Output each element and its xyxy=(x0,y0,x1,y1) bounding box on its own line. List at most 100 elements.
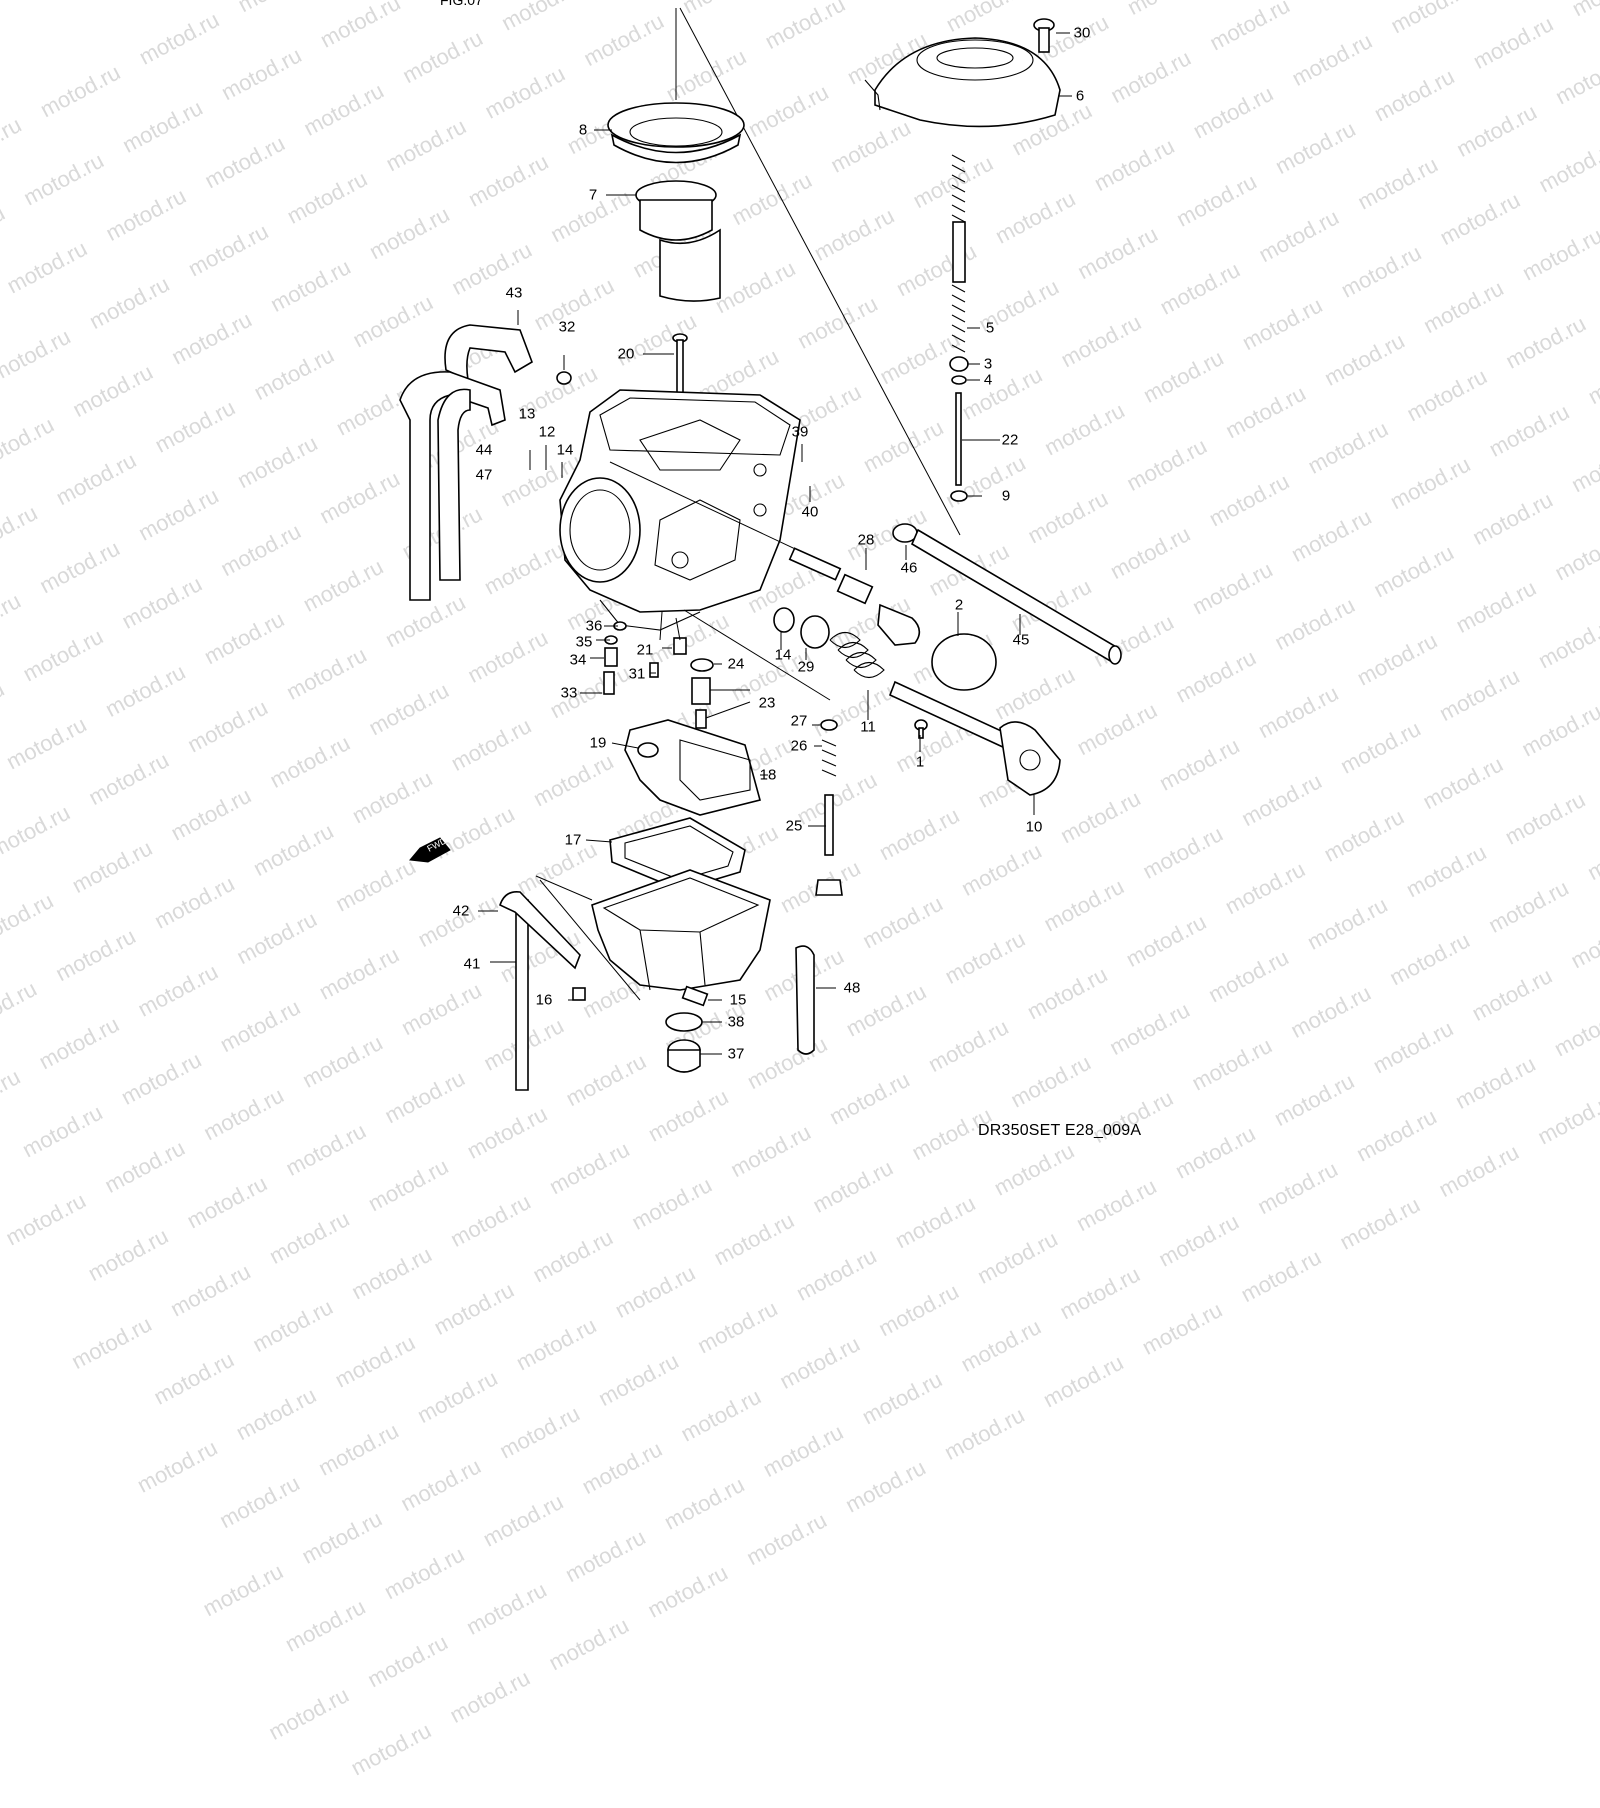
part-16-screw xyxy=(573,988,585,1000)
part-3-seat xyxy=(950,357,968,371)
callout-24: 24 xyxy=(728,657,745,672)
callout-44: 44 xyxy=(476,443,493,458)
carburetor-body xyxy=(560,390,800,630)
callout-47: 47 xyxy=(476,468,493,483)
watermark-text: motod.ru xyxy=(858,1367,947,1431)
part-20-rod xyxy=(673,334,687,395)
callout-37: 37 xyxy=(728,1047,745,1062)
part-32-o-ring xyxy=(557,372,571,384)
exploded-view-drawing xyxy=(0,0,1600,1200)
part-30-screw xyxy=(1034,19,1054,52)
watermark-text: motod.ru xyxy=(363,1630,452,1694)
part-38-o-ring xyxy=(666,1013,702,1031)
watermark-text: motod.ru xyxy=(957,1314,1046,1378)
watermark-text: motod.ru xyxy=(759,1419,848,1483)
part-22-jet-needle xyxy=(956,393,961,485)
callout-20: 20 xyxy=(618,347,635,362)
part-37-drain-plug xyxy=(668,1040,700,1072)
part-24-o-ring xyxy=(691,659,713,671)
part-18-float xyxy=(625,720,760,815)
watermark-text: motod.ru xyxy=(594,1348,683,1412)
callout-40: 40 xyxy=(802,505,819,520)
part-43-vent-hose xyxy=(400,325,532,600)
watermark-text: motod.ru xyxy=(264,1682,353,1746)
watermark-text: motod.ru xyxy=(578,1436,667,1500)
watermark-text: motod.ru xyxy=(397,1453,486,1517)
watermark-text: motod.ru xyxy=(693,1296,782,1360)
callout-14-right: 14 xyxy=(775,648,792,663)
float-chamber xyxy=(592,870,770,990)
part-34-spring xyxy=(605,648,617,666)
watermark-text: motod.ru xyxy=(265,1206,354,1270)
part-31-jet xyxy=(650,663,658,677)
part-10-throttle-shaft xyxy=(890,682,1060,795)
callout-32: 32 xyxy=(559,320,576,335)
watermark-text: motod.ru xyxy=(232,1382,321,1446)
watermark-text: motod.ru xyxy=(84,1223,173,1287)
part-42-hose-clamp xyxy=(500,892,580,968)
callout-48: 48 xyxy=(844,981,861,996)
callout-16: 16 xyxy=(536,993,553,1008)
callout-9: 9 xyxy=(1002,489,1010,504)
watermark-text: motod.ru xyxy=(380,1541,469,1605)
part-1-screw xyxy=(915,720,927,738)
watermark-text: motod.ru xyxy=(545,1612,634,1676)
callout-2: 2 xyxy=(955,598,963,613)
drawing-code: DR350SET E28_009A xyxy=(978,1122,1141,1140)
watermark-text: motod.ru xyxy=(775,1331,864,1395)
watermark-text: motod.ru xyxy=(413,1365,502,1429)
part-21-jet xyxy=(674,638,686,654)
watermark-text: motod.ru xyxy=(973,1226,1062,1290)
watermark-text: motod.ru xyxy=(67,1311,156,1375)
watermark-text: motod.ru xyxy=(512,1313,601,1377)
watermark-text: motod.ru xyxy=(479,1489,568,1553)
callout-7: 7 xyxy=(589,188,597,203)
callout-22: 22 xyxy=(1002,433,1019,448)
part-7-throttle-slide xyxy=(636,181,720,301)
watermark-text: motod.ru xyxy=(215,1470,304,1534)
callout-23: 23 xyxy=(759,696,776,711)
callout-25: 25 xyxy=(786,819,803,834)
watermark-text: motod.ru xyxy=(166,1259,255,1323)
callout-29: 29 xyxy=(798,660,815,675)
watermark-text: motod.ru xyxy=(611,1260,700,1324)
watermark-text: motod.ru xyxy=(792,1243,881,1307)
watermark-text: motod.ru xyxy=(331,1330,420,1394)
watermark-text: motod.ru xyxy=(561,1524,650,1588)
callout-18: 18 xyxy=(760,768,777,783)
part-26-spring xyxy=(822,740,836,776)
watermark-text: motod.ru xyxy=(1336,1192,1425,1256)
callout-12: 12 xyxy=(539,425,556,440)
callout-13: 13 xyxy=(519,407,536,422)
callout-11: 11 xyxy=(860,720,876,735)
part-11-spring xyxy=(830,633,884,678)
part-2-disc xyxy=(932,634,996,690)
callout-17: 17 xyxy=(565,833,582,848)
watermark-text: motod.ru xyxy=(677,1384,766,1448)
part-25-screw xyxy=(816,795,842,895)
watermark-text: motod.ru xyxy=(281,1594,370,1658)
watermark-text: motod.ru xyxy=(150,1347,239,1411)
callout-19: 19 xyxy=(590,736,607,751)
watermark-text: motod.ru xyxy=(940,1402,1029,1466)
watermark-text: motod.ru xyxy=(1138,1297,1227,1361)
callout-6: 6 xyxy=(1076,89,1084,104)
watermark-text: motod.ru xyxy=(643,1560,732,1624)
callout-38: 38 xyxy=(728,1015,745,1030)
callout-10: 10 xyxy=(1026,820,1043,835)
watermark-text: motod.ru xyxy=(1039,1350,1128,1414)
callout-33: 33 xyxy=(561,686,578,701)
part-9-washer xyxy=(951,491,967,501)
callout-27: 27 xyxy=(791,714,808,729)
part-23-float-valve xyxy=(692,678,710,728)
watermark-text: motod.ru xyxy=(133,1435,222,1499)
watermark-text: motod.ru xyxy=(1154,1209,1243,1273)
callout-1: 1 xyxy=(916,755,924,770)
watermark-text: motod.ru xyxy=(347,1718,436,1782)
part-19-pin xyxy=(638,743,658,757)
watermark-text: motod.ru xyxy=(495,1401,584,1465)
watermark-text: motod.ru xyxy=(298,1506,387,1570)
watermark-text: motod.ru xyxy=(710,1207,799,1271)
watermark-text: motod.ru xyxy=(347,1242,436,1306)
